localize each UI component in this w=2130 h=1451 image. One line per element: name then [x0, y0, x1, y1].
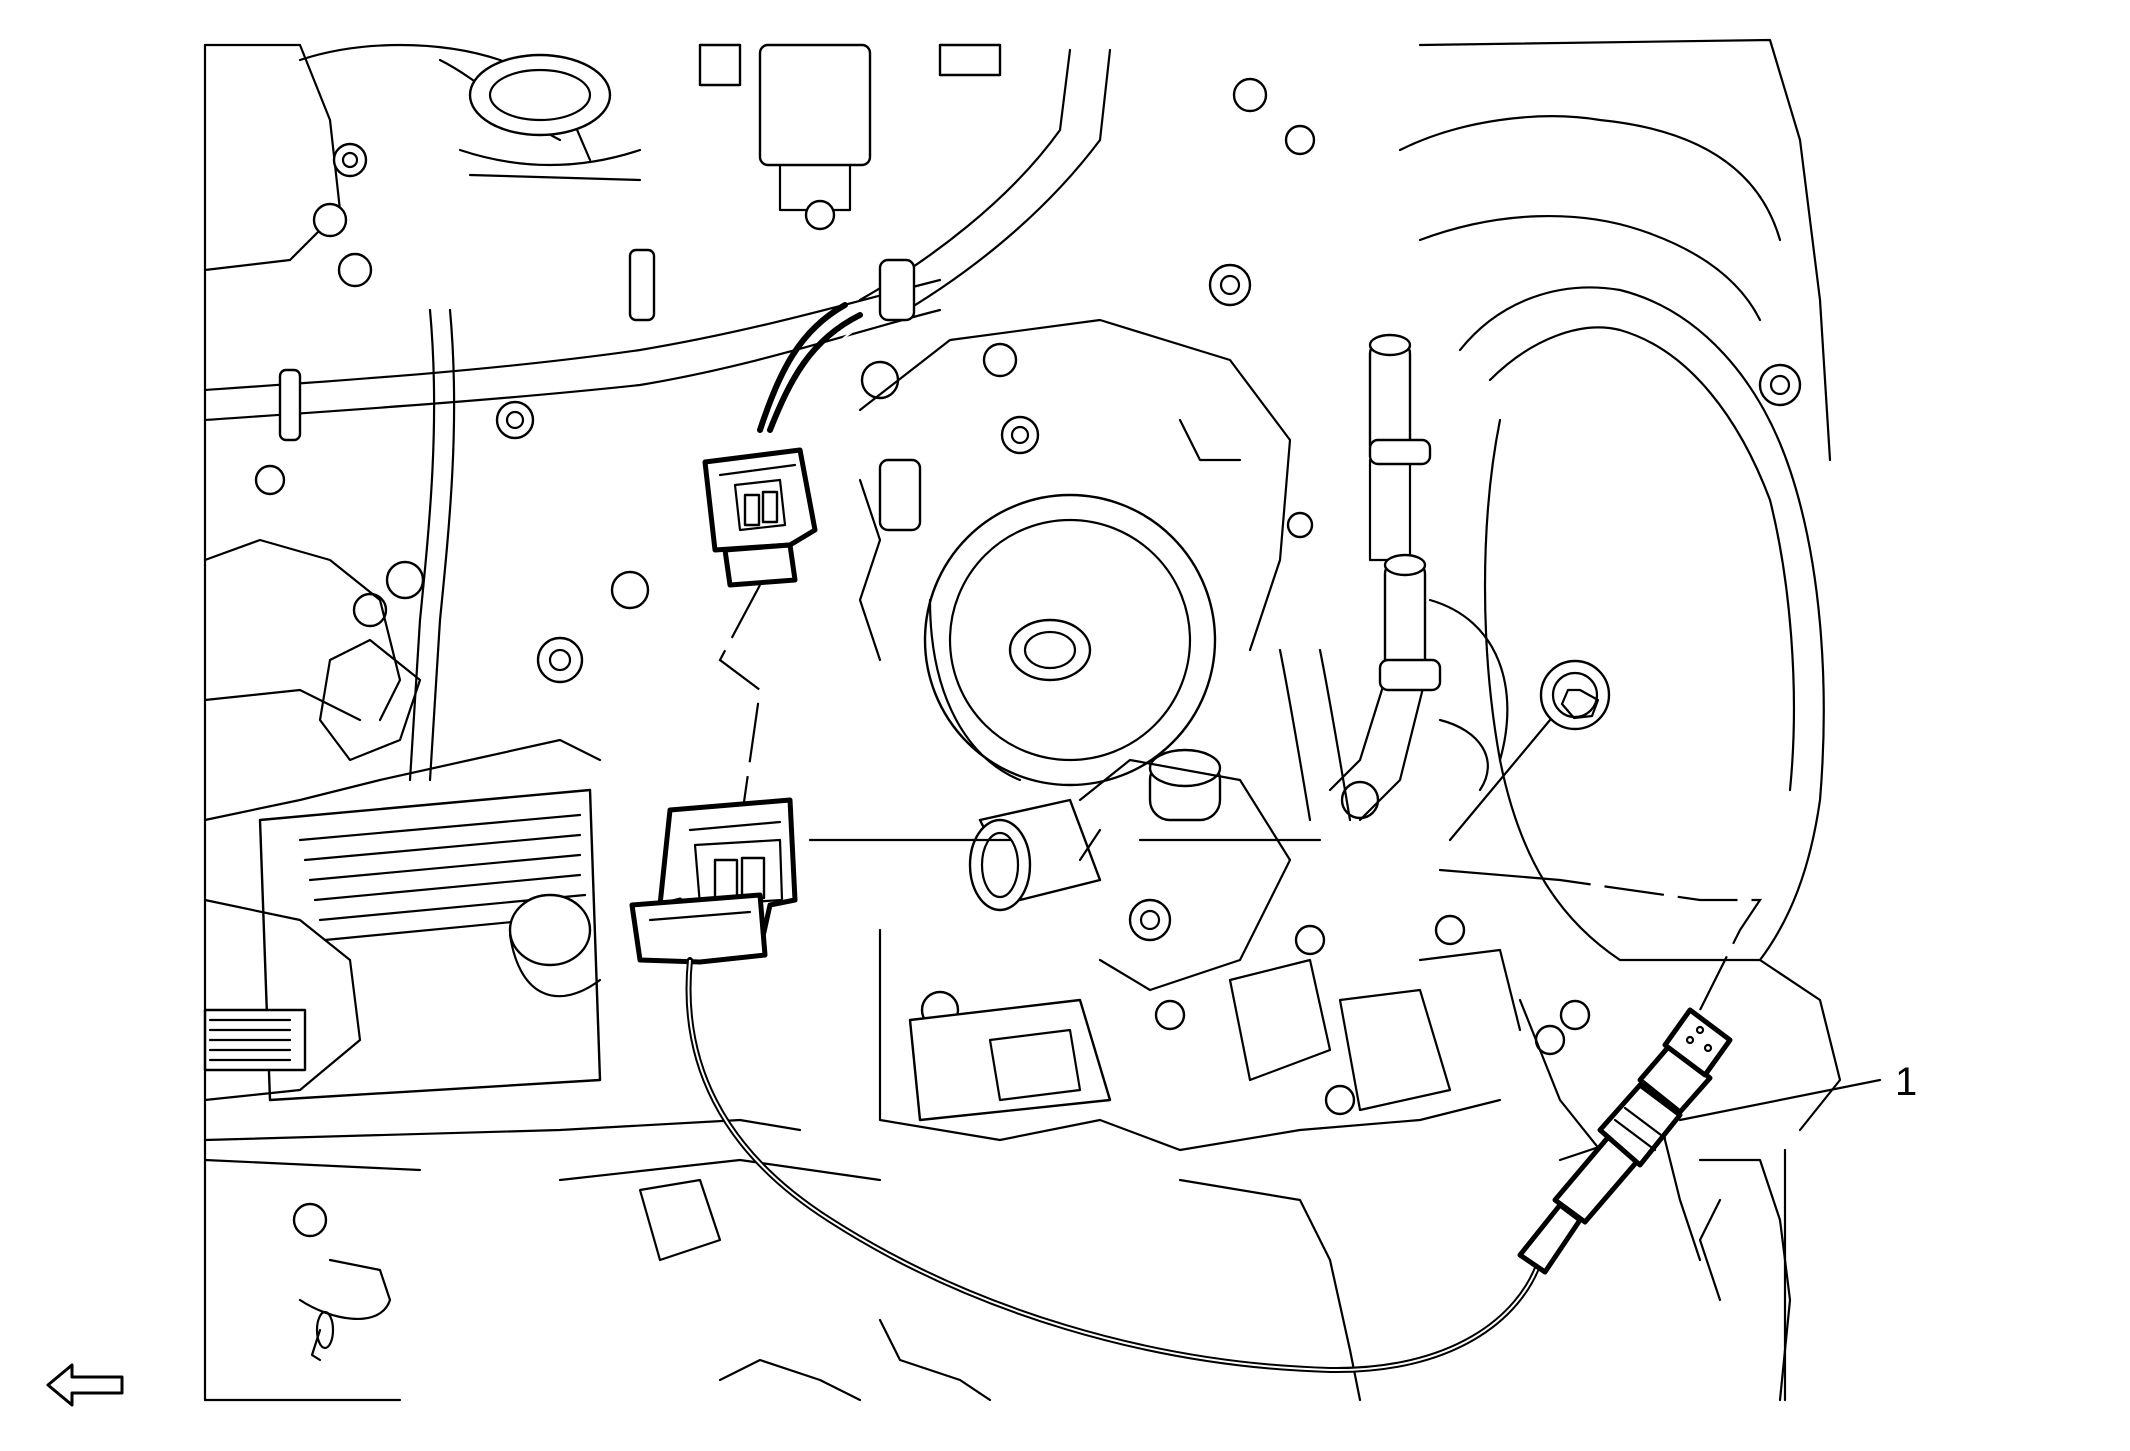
connector-pins-left [208, 1018, 292, 1062]
lower-connector [629, 797, 798, 965]
engine-block-left [203, 538, 802, 1402]
bolts [254, 77, 1802, 1116]
sensor-install-line [1438, 718, 1763, 1011]
harness-upper [757, 302, 873, 433]
oxygen-sensor [1517, 1007, 1733, 1275]
water-pump [858, 318, 1292, 787]
upper-connector [702, 447, 818, 588]
thermostat-housing [968, 648, 1352, 992]
frame-lines [203, 43, 1787, 1402]
lower-block [558, 838, 1792, 1402]
callout-label: 1 [1895, 1060, 1917, 1104]
sensor-cable [685, 957, 1543, 1374]
callout-1: 1 [1678, 1060, 1917, 1122]
coolant-pipes [1328, 333, 1509, 822]
exhaust-manifold [1398, 38, 1842, 1132]
left-arrow-icon [46, 1363, 124, 1407]
engine-background [203, 38, 1842, 1402]
intake-hoses [203, 43, 1112, 782]
connection-indicator [718, 584, 1012, 842]
